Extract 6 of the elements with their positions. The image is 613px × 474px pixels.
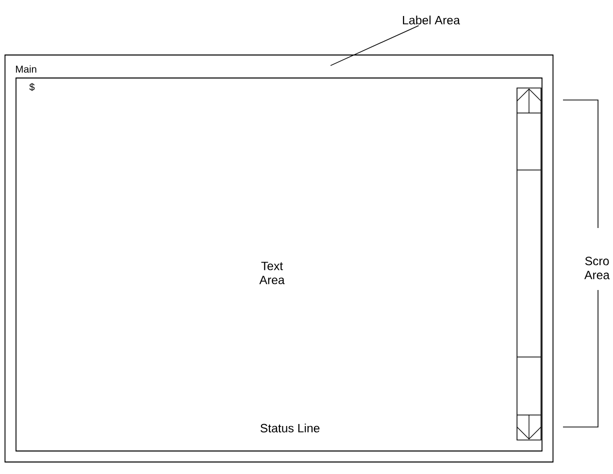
leader-line xyxy=(330,25,420,66)
prompt-symbol: $ xyxy=(29,82,35,92)
callout-text: Label Area xyxy=(402,16,460,24)
scroll-bar-drawing xyxy=(516,88,542,440)
status-line-text: Status Line xyxy=(260,424,320,432)
scroll-area-label: Scro Area xyxy=(584,256,610,280)
